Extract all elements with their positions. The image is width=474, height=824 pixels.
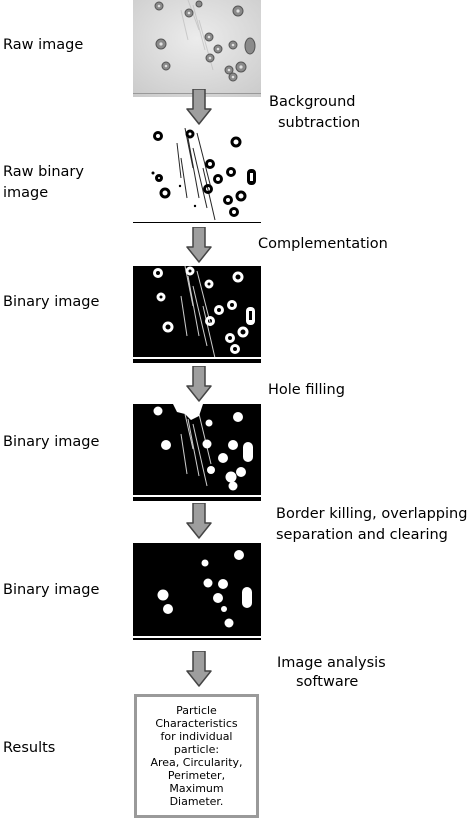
- result-line: Diameter.: [169, 795, 224, 808]
- step-border-2: separation and clearing: [276, 527, 448, 543]
- step-background-2: subtraction: [278, 115, 361, 131]
- step-background-1: Background: [269, 94, 356, 110]
- binary-image-cleared: [133, 543, 261, 640]
- raw-image: [133, 0, 261, 97]
- label-binary-image-3: Binary image: [3, 582, 100, 598]
- down-arrow-icon: [186, 365, 212, 402]
- down-arrow-icon: [186, 502, 212, 539]
- step-border-1: Border killing, overlapping: [276, 506, 468, 522]
- label-binary-image-1: Binary image: [3, 294, 100, 310]
- down-arrow-icon: [186, 226, 212, 263]
- results-box: Particle Characteristics for individual …: [134, 694, 259, 818]
- step-analysis-2: software: [296, 674, 359, 690]
- result-line: Characteristics: [155, 717, 238, 730]
- label-binary-image-2: Binary image: [3, 434, 100, 450]
- result-line: Perimeter,: [167, 769, 226, 782]
- result-line: for individual particle:: [160, 730, 233, 756]
- binary-image-hole-filled: [133, 404, 261, 501]
- label-raw-binary-2: image: [3, 185, 49, 201]
- label-raw-image: Raw image: [3, 37, 84, 53]
- raw-binary-image: [133, 128, 261, 225]
- label-raw-binary-1: Raw binary: [3, 164, 84, 180]
- result-line: Maximum: [169, 782, 224, 795]
- binary-image-complemented: [133, 266, 261, 363]
- down-arrow-icon: [186, 88, 212, 125]
- result-line: Area, Circularity,: [150, 756, 243, 769]
- result-line: Particle: [176, 704, 217, 717]
- step-complementation: Complementation: [258, 236, 388, 252]
- results-text: Particle Characteristics for individual …: [137, 702, 256, 810]
- down-arrow-icon: [186, 650, 212, 687]
- label-results: Results: [3, 740, 56, 756]
- step-analysis-1: Image analysis: [277, 655, 386, 671]
- step-hole-filling: Hole filling: [268, 382, 345, 398]
